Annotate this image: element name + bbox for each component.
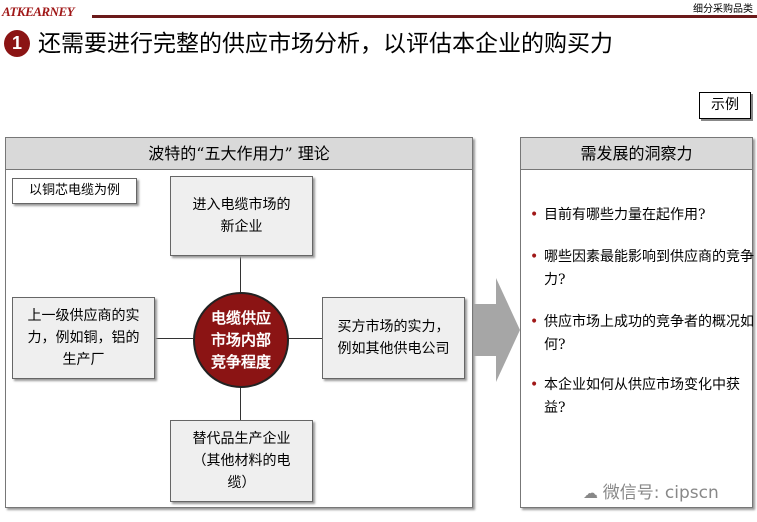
force-text: 买方市场的实力，例如其他供电公司	[337, 319, 450, 357]
arrow-right	[287, 338, 322, 339]
wechat-icon: ☁	[583, 484, 603, 502]
force-substitutes: 替代品生产企业（其他材料的电缆）	[170, 420, 313, 502]
force-buyers: 买方市场的实力，例如其他供电公司	[322, 297, 465, 379]
insight-item: 哪些因素最能影响到供应商的竞争力?	[530, 246, 757, 292]
arrow-left	[155, 338, 193, 339]
example-note: 以铜芯电缆为例	[12, 178, 137, 204]
force-text: 上一级供应商的实力，例如铜，铝的生产厂	[27, 308, 140, 368]
industry-rivalry-circle: 电缆供应市场内部竞争程度	[193, 292, 289, 388]
page-title: 还需要进行完整的供应市场分析，以评估本企业的购买力	[38, 31, 613, 57]
force-text: 进入电缆市场的新企业	[192, 197, 291, 235]
watermark: ☁ 微信号: cipscn	[583, 478, 719, 503]
insight-item: 本企业如何从供应市场变化中获益?	[530, 374, 757, 420]
category-label: 细分采购品类	[693, 4, 753, 15]
step-number-badge: 1	[4, 30, 30, 57]
force-suppliers: 上一级供应商的实力，例如铜，铝的生产厂	[12, 297, 155, 379]
center-text: 电缆供应市场内部竞争程度	[210, 309, 271, 371]
logo: ATKEARNEY	[2, 4, 75, 19]
insight-item: 目前有哪些力量在起作用?	[530, 204, 757, 227]
right-arrow-icon	[474, 278, 520, 382]
arrow-top	[240, 256, 241, 292]
force-new-entrants: 进入电缆市场的新企业	[170, 176, 313, 256]
insights-title: 需发展的洞察力	[521, 138, 752, 170]
force-text: 替代品生产企业（其他材料的电缆）	[192, 431, 291, 491]
arrow-bottom	[240, 386, 241, 420]
example-badge: 示例	[699, 92, 751, 119]
five-forces-title: 波特的“五大作用力” 理论	[6, 138, 472, 170]
watermark-text: 微信号: cipscn	[602, 483, 719, 503]
header-divider	[92, 15, 757, 18]
insight-item: 供应市场上成功的竞争者的概况如何?	[530, 311, 757, 357]
